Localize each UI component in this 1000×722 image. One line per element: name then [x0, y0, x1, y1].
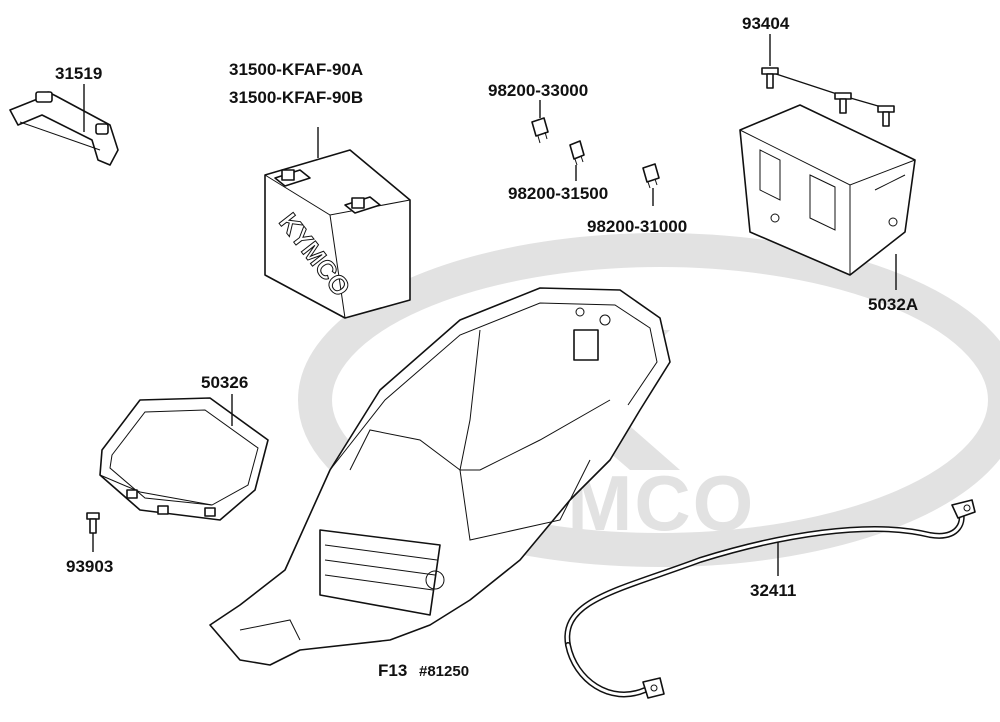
label-5032A: 5032A	[868, 295, 918, 314]
label-31500b: 31500-KFAF-90B	[229, 88, 363, 107]
part-fuse-98200-31500	[569, 140, 585, 166]
label-98200-31500: 98200-31500	[508, 184, 608, 203]
label-98200-31000: 98200-31000	[587, 217, 687, 236]
label-93903: 93903	[66, 557, 113, 576]
label-figure-ref: #81250	[419, 663, 469, 680]
part-screws-93404	[761, 67, 895, 127]
part-fuse-98200-31000	[642, 163, 660, 189]
part-battery: KYMCO	[264, 149, 411, 319]
part-cover-50326	[99, 397, 269, 521]
label-93404: 93404	[742, 14, 790, 33]
part-cable-32411	[564, 499, 976, 699]
part-bracket-31519	[9, 91, 119, 166]
part-seat-storage-box	[209, 287, 671, 666]
label-31500a: 31500-KFAF-90A	[229, 60, 363, 79]
label-31519: 31519	[55, 64, 102, 83]
part-fuse-98200-33000	[531, 117, 549, 144]
label-figure-code: F13	[378, 661, 407, 680]
label-98200-33000: 98200-33000	[488, 81, 588, 100]
part-screw-93903	[86, 512, 100, 534]
label-50326: 50326	[201, 373, 248, 392]
label-32411: 32411	[750, 581, 796, 600]
part-battery-box-5032A	[739, 104, 916, 276]
